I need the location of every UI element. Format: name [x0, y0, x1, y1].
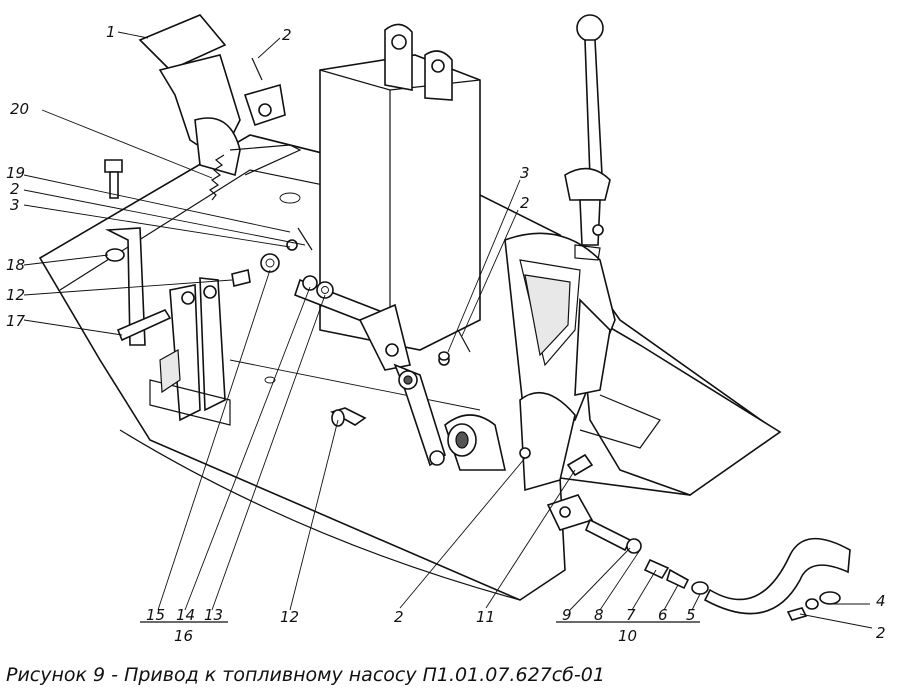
label-18: 18 [6, 256, 25, 274]
support-brackets [149, 277, 231, 426]
bolt-19 [104, 159, 123, 199]
hinge-block [444, 414, 506, 471]
label-3-left: 3 [10, 196, 20, 214]
quadrant-sector [504, 232, 616, 492]
bolt-12-lower [329, 407, 367, 427]
label-17: 17 [6, 312, 26, 330]
label-12-left: 12 [6, 286, 25, 304]
label-7: 7 [626, 606, 636, 624]
label-2-mid: 2 [520, 194, 530, 212]
label-16: 16 [174, 627, 193, 645]
label-6: 6 [658, 606, 668, 624]
label-4: 4 [876, 592, 886, 610]
label-10: 10 [618, 627, 637, 645]
label-1: 1 [106, 23, 116, 41]
label-3-mid: 3 [520, 164, 530, 182]
label-14: 14 [176, 606, 195, 624]
label-2-right: 2 [876, 624, 886, 642]
label-8: 8 [594, 606, 604, 624]
label-13: 13 [204, 606, 223, 624]
spring [208, 154, 225, 201]
label-2-bottom: 2 [394, 608, 404, 626]
cotter-pins [251, 57, 471, 361]
rod-assembly [546, 494, 851, 621]
label-12-bottom: 12 [280, 608, 299, 626]
bolt-11 [566, 453, 594, 477]
label-2-left: 2 [10, 180, 20, 198]
leader-lines [23, 31, 873, 629]
label-11: 11 [476, 608, 495, 626]
label-19: 19 [6, 164, 25, 182]
label-5: 5 [686, 606, 696, 624]
left-rod-bracket [104, 227, 172, 346]
label-20: 20 [10, 100, 29, 118]
part-labels: 1 2 20 19 2 3 18 12 17 3 2 15 14 13 16 1… [6, 23, 886, 645]
pedal-bracket [138, 14, 302, 177]
label-15: 15 [146, 606, 165, 624]
pump-column [319, 23, 481, 351]
label-9: 9 [562, 606, 572, 624]
hand-lever [564, 14, 611, 261]
label-2-top: 2 [282, 26, 292, 44]
figure-caption: Рисунок 9 - Привод к топливному насосу П… [6, 664, 605, 686]
right-platform [579, 308, 782, 496]
